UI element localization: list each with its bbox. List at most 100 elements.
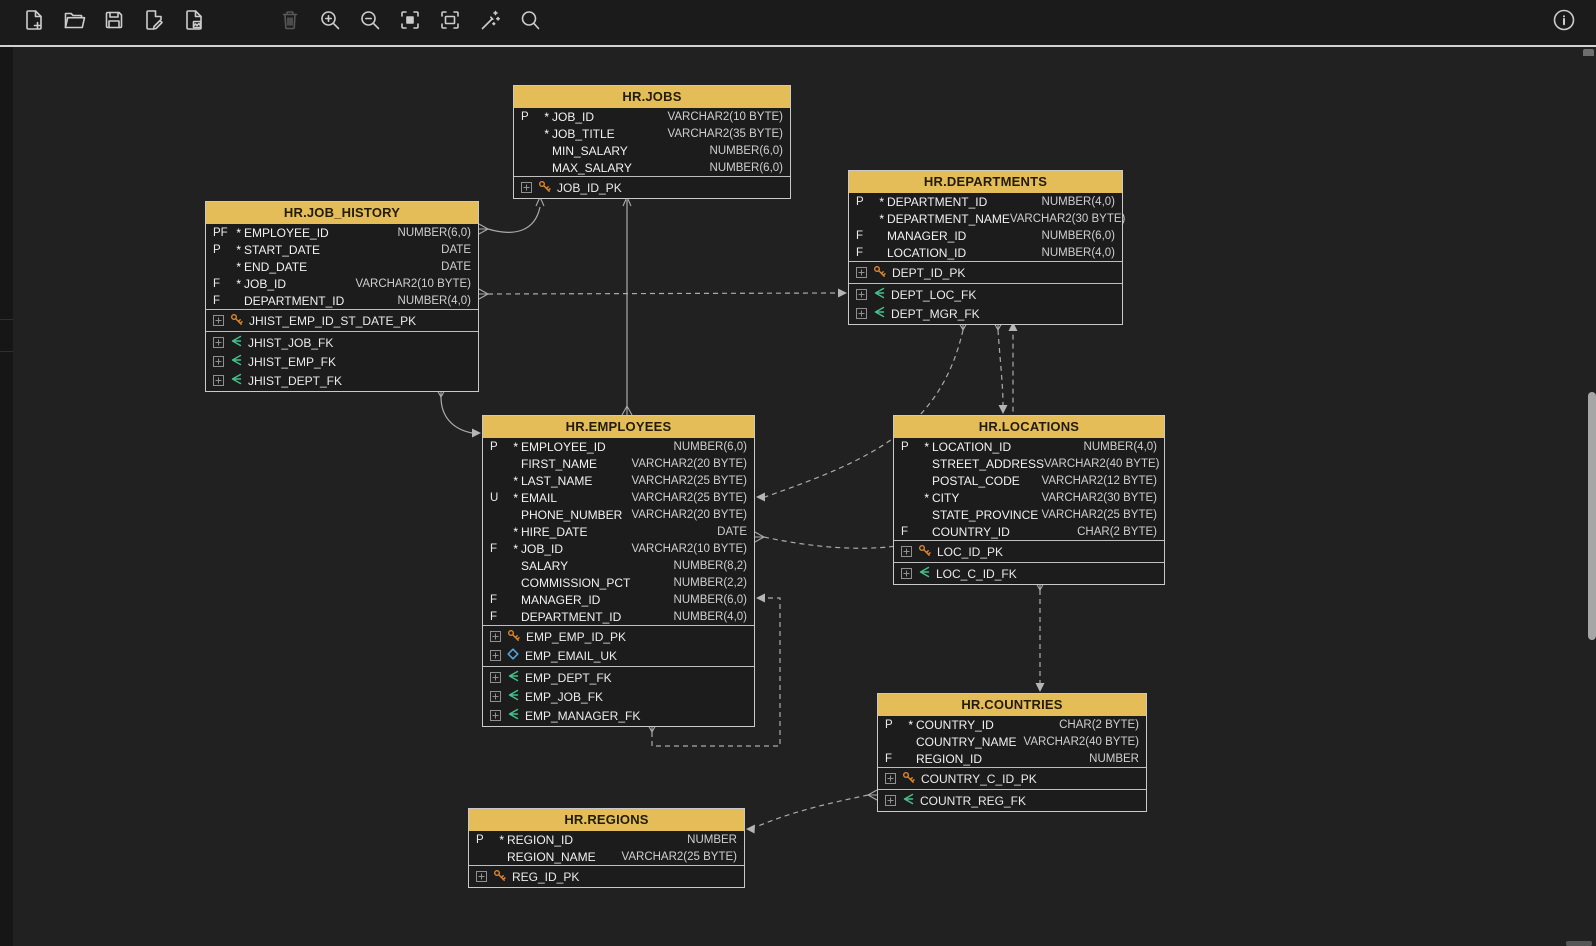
expand-icon[interactable]: [490, 650, 501, 661]
key-row[interactable]: JOB_ID_PK: [514, 178, 790, 197]
key-row[interactable]: COUNTRY_C_ID_PK: [878, 769, 1146, 788]
expand-icon[interactable]: [490, 672, 501, 683]
vertical-scrollbar-top[interactable]: [1583, 49, 1594, 56]
key-row[interactable]: REG_ID_PK: [469, 867, 744, 886]
foreign-key-row[interactable]: DEPT_MGR_FK: [849, 304, 1122, 323]
expand-icon[interactable]: [885, 795, 896, 806]
auto-layout-button[interactable]: [470, 3, 510, 43]
foreign-key-row[interactable]: EMP_DEPT_FK: [483, 668, 754, 687]
expand-icon[interactable]: [856, 308, 867, 319]
foreign-key-row[interactable]: JHIST_EMP_FK: [206, 352, 478, 371]
zoom-in-button[interactable]: [310, 3, 350, 43]
table-title[interactable]: HR.DEPARTMENTS: [849, 171, 1122, 193]
expand-icon[interactable]: [490, 710, 501, 721]
table-title[interactable]: HR.JOB_HISTORY: [206, 202, 478, 224]
key-row[interactable]: EMP_EMAIL_UK: [483, 646, 754, 665]
expand-icon[interactable]: [856, 289, 867, 300]
zoom-to-fit-button[interactable]: [390, 3, 430, 43]
key-row[interactable]: JHIST_EMP_ID_ST_DATE_PK: [206, 311, 478, 330]
table-title[interactable]: HR.REGIONS: [469, 809, 744, 831]
zoom-out-button[interactable]: [350, 3, 390, 43]
new-diagram-button[interactable]: [14, 3, 54, 43]
foreign-key-row[interactable]: EMP_MANAGER_FK: [483, 706, 754, 725]
info-button[interactable]: [1544, 3, 1584, 43]
expand-icon[interactable]: [490, 691, 501, 702]
delete-button[interactable]: [270, 3, 310, 43]
key-row[interactable]: EMP_EMP_ID_PK: [483, 627, 754, 646]
expand-icon[interactable]: [901, 546, 912, 557]
search-button[interactable]: [510, 3, 550, 43]
foreign-key-row[interactable]: JHIST_DEPT_FK: [206, 371, 478, 390]
table-title[interactable]: HR.LOCATIONS: [894, 416, 1164, 438]
foreign-key-row[interactable]: LOC_C_ID_FK: [894, 564, 1164, 583]
foreign-key-row[interactable]: EMP_JOB_FK: [483, 687, 754, 706]
save-diagram-button[interactable]: [94, 3, 134, 43]
expand-icon[interactable]: [901, 568, 912, 579]
export-image-button[interactable]: [174, 3, 214, 43]
fit-to-screen-button[interactable]: [430, 3, 470, 43]
expand-icon[interactable]: [885, 773, 896, 784]
horizontal-scrollbar-thumb[interactable]: [1566, 941, 1592, 946]
foreign-key-row[interactable]: COUNTR_REG_FK: [878, 791, 1146, 810]
table-title[interactable]: HR.COUNTRIES: [878, 694, 1146, 716]
expand-icon[interactable]: [521, 182, 532, 193]
expand-icon[interactable]: [213, 375, 224, 386]
expand-icon[interactable]: [213, 315, 224, 326]
table-title[interactable]: HR.JOBS: [514, 86, 790, 108]
expand-icon[interactable]: [856, 267, 867, 278]
collapsed-side-panel[interactable]: [0, 47, 13, 946]
open-diagram-button[interactable]: [54, 3, 94, 43]
expand-icon[interactable]: [213, 356, 224, 367]
table-title[interactable]: HR.EMPLOYEES: [483, 416, 754, 438]
expand-icon[interactable]: [213, 337, 224, 348]
expand-icon[interactable]: [476, 871, 487, 882]
vertical-scrollbar-thumb[interactable]: [1588, 392, 1596, 640]
key-row[interactable]: LOC_ID_PK: [894, 542, 1164, 561]
save-as-button[interactable]: [134, 3, 174, 43]
foreign-key-row[interactable]: DEPT_LOC_FK: [849, 285, 1122, 304]
foreign-key-row[interactable]: JHIST_JOB_FK: [206, 333, 478, 352]
key-row[interactable]: DEPT_ID_PK: [849, 263, 1122, 282]
